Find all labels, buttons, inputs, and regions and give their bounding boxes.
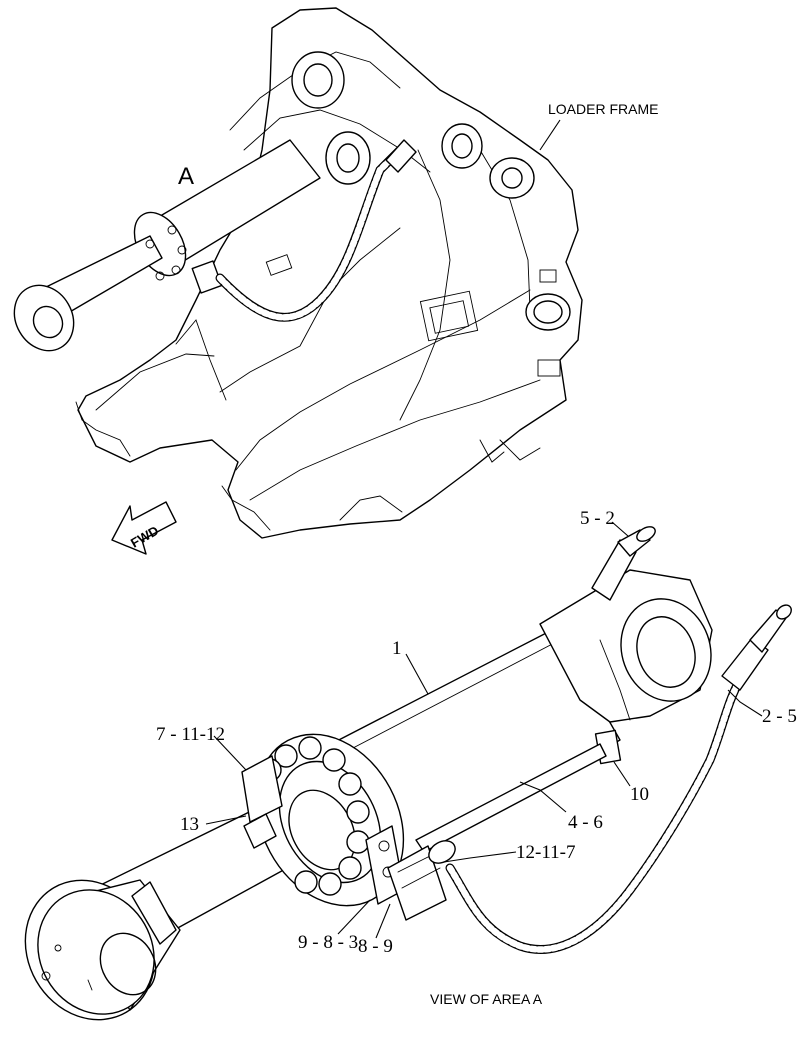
callout-1: 1: [392, 638, 402, 659]
loader-frame-leader: [539, 119, 561, 151]
loader-frame-overview: [13, 7, 583, 539]
callout-13: 13: [180, 814, 199, 835]
callout-9-8-3: 9 - 8 - 3: [298, 932, 358, 953]
fwd-arrow: FWD: [111, 501, 177, 555]
callout-leaders: [205, 521, 763, 939]
callout-10: 10: [630, 784, 649, 805]
callout-12-11-7: 12-11-7: [516, 842, 575, 863]
loader-frame-label: LOADER FRAME: [548, 101, 658, 117]
callout-5-2: 5 - 2: [580, 508, 615, 529]
hydraulic-hose: [445, 604, 792, 954]
area-marker: A: [178, 163, 194, 190]
callout-7-11-12: 7 - 11-12: [156, 724, 225, 745]
view-caption: VIEW OF AREA A: [430, 991, 543, 1007]
callout-2-5: 2 - 5: [762, 706, 797, 727]
callout-4-6: 4 - 6: [568, 812, 603, 833]
callout-8-9: 8 - 9: [358, 936, 393, 957]
cylinder-detail: [24, 526, 713, 1021]
